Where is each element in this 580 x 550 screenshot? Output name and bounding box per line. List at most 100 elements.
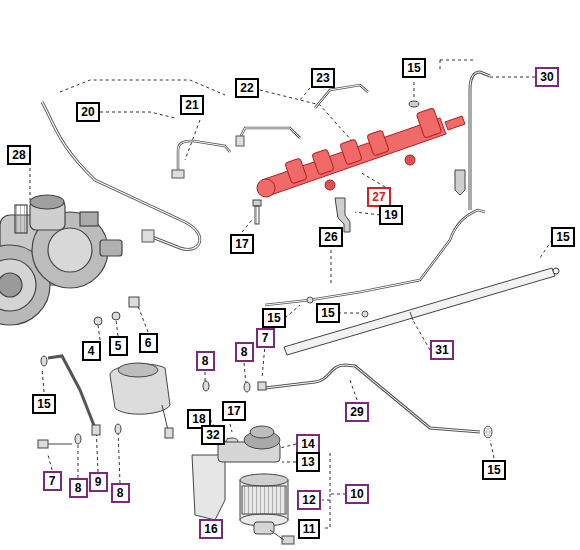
fuel-heater: [94, 317, 102, 325]
fuel-heater: [244, 382, 250, 392]
fuel-filter: [192, 426, 294, 544]
fuel-heater: [41, 356, 47, 366]
callout-number: 32: [201, 425, 224, 445]
fuel-rail: [405, 155, 415, 165]
fuel-tube: [410, 312, 413, 320]
fuel-rail: [325, 180, 335, 190]
injector-pipe: [236, 136, 244, 146]
fuel-rail: [445, 116, 465, 130]
leader-line: [230, 424, 232, 432]
fitting: [255, 206, 259, 224]
fuel-pipe: [142, 230, 154, 242]
fitting: [455, 170, 465, 195]
return-pipe: [470, 72, 490, 210]
callout-number: 15: [482, 460, 505, 480]
return-pipe: [470, 72, 490, 210]
callout-number: 26: [319, 227, 342, 247]
callout-number: 14: [296, 434, 319, 454]
fuel-filter: [240, 480, 288, 520]
fuel-filter: [242, 486, 286, 514]
return-line: [265, 210, 485, 305]
fitting: [253, 101, 465, 232]
callout-number: 17: [222, 401, 245, 421]
fuel-rail: [416, 108, 441, 138]
fuel-rail: [257, 108, 465, 197]
leader-line: [30, 168, 31, 200]
callout-number: 13: [296, 452, 319, 472]
fuel-heater: [162, 405, 168, 430]
fuel-heater: [48, 444, 72, 445]
leader-line: [331, 250, 332, 285]
callout-number: 15: [316, 303, 339, 323]
fuel-pump: [48, 228, 92, 272]
leader-line: [410, 315, 430, 350]
fuel-tube: [553, 268, 559, 274]
leader-line: [60, 80, 225, 95]
leader-line: [490, 440, 494, 458]
callout-number: 8: [69, 478, 88, 498]
fuel-heater: [112, 312, 120, 320]
callout-number: 28: [7, 145, 30, 165]
leader-line: [300, 88, 310, 100]
fuel-pipe: [42, 102, 200, 249]
fuel-pump: [0, 195, 122, 325]
fuel-heater: [38, 440, 48, 448]
fuel-filter: [240, 474, 288, 486]
leader-line: [350, 380, 357, 400]
fuel-rail: [312, 149, 334, 175]
callout-number: 15: [262, 308, 285, 328]
fuel-pump: [80, 212, 98, 226]
leader-line: [355, 212, 380, 215]
callout-number: 15: [551, 227, 574, 247]
leader-line: [540, 240, 552, 258]
callout-number: 22: [235, 78, 258, 98]
return-line: [362, 311, 368, 317]
fuel-heater: [48, 356, 95, 428]
callout-number: 10: [345, 484, 368, 504]
leader-line: [360, 172, 385, 187]
fuel-heater: [258, 382, 266, 390]
callout-number: 15: [32, 394, 55, 414]
callout-number: 7: [256, 328, 275, 348]
fuel-heater: [203, 381, 209, 391]
leader-line: [242, 220, 252, 232]
callout-number: 30: [535, 67, 558, 87]
feed-pipe: [265, 365, 492, 438]
fuel-heater: [165, 428, 173, 438]
fuel-heater: [129, 297, 139, 307]
fuel-rail: [262, 118, 446, 196]
feed-pipe: [265, 365, 480, 432]
fuel-filter: [270, 530, 284, 540]
fuel-heater: [92, 425, 100, 435]
callout-number: 15: [402, 58, 425, 78]
fitting: [253, 200, 261, 206]
fuel-heater: [115, 424, 121, 434]
feed-pipe: [484, 426, 492, 438]
leader-line: [285, 305, 300, 318]
injector-pipe: [172, 170, 184, 178]
fuel-tube: [284, 268, 559, 355]
fuel-pump: [30, 195, 64, 209]
fuel-filter: [192, 455, 225, 520]
leader-line: [260, 90, 360, 150]
fuel-heater: [38, 297, 266, 448]
return-line: [265, 210, 485, 305]
return-pipe: [470, 72, 490, 210]
leader-line: [100, 112, 175, 118]
return-line: [307, 297, 313, 303]
callout-number: 12: [297, 490, 320, 510]
callout-number: 11: [298, 519, 321, 539]
fuel-pipe: [42, 102, 200, 249]
fuel-filter: [250, 426, 274, 438]
callout-number: 5: [109, 336, 128, 356]
fuel-pump: [15, 205, 27, 233]
callout-number: 9: [89, 472, 108, 492]
callout-number: 31: [430, 340, 453, 360]
leader-line: [338, 313, 362, 314]
fuel-rail: [340, 139, 362, 165]
leader-line: [440, 60, 475, 70]
callout-number: 4: [82, 341, 101, 361]
callout-number: 19: [379, 205, 402, 225]
fuel-rail: [367, 130, 389, 156]
leader-line: [490, 77, 535, 78]
